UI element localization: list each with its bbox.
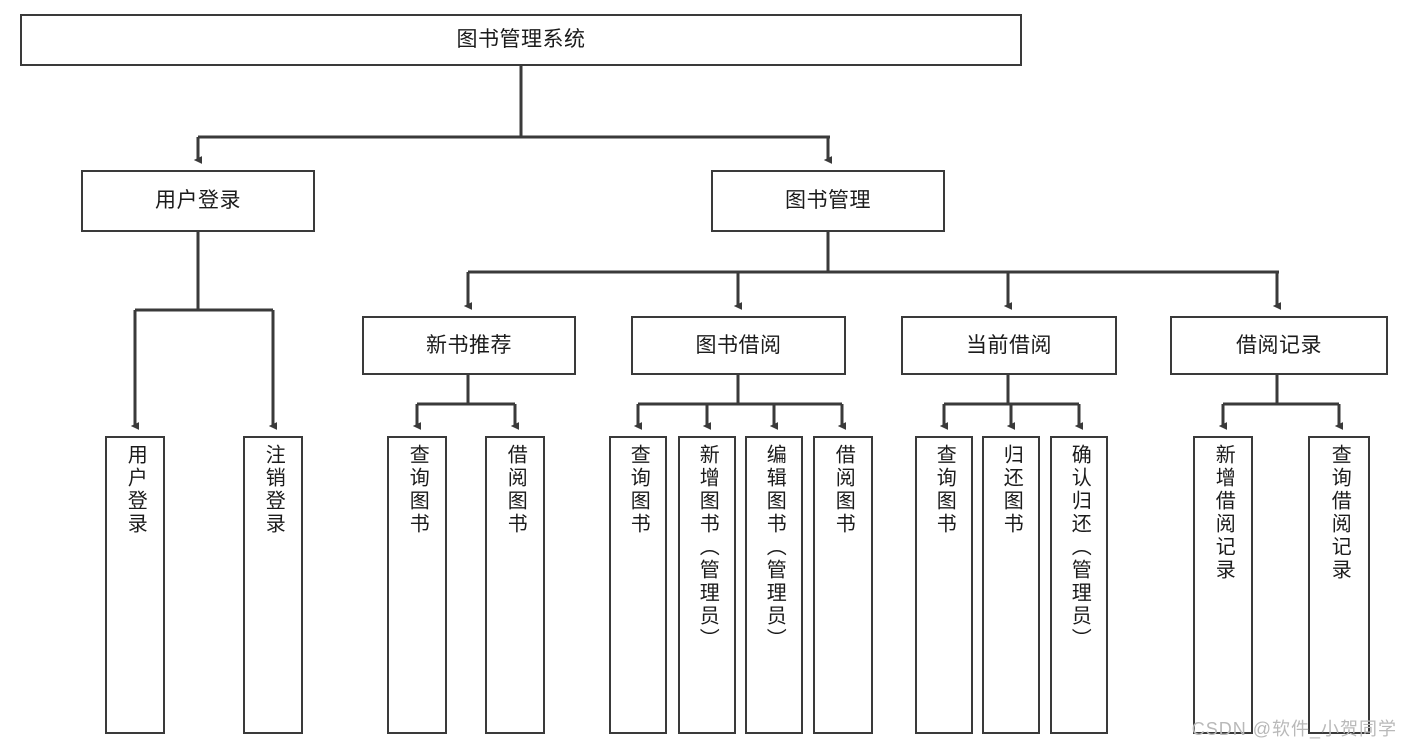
node-root-label: 图书管理系统: [456, 28, 586, 52]
leaf-query-book-current[interactable]: 查询图书: [915, 436, 973, 734]
leaf-borrow-book-recommend[interactable]: 借阅图书: [485, 436, 545, 734]
leaf-query-book-recommend[interactable]: 查询图书: [387, 436, 447, 734]
leaf-query-book-borrow-label: 查询图书: [627, 444, 650, 536]
leaf-logout[interactable]: 注销登录: [243, 436, 303, 734]
leaf-edit-book-admin-label: 编辑图书（管理员）: [763, 444, 786, 651]
leaf-query-book-current-label: 查询图书: [933, 444, 956, 536]
node-user-login-label: 用户登录: [155, 189, 241, 213]
leaf-user-login-label: 用户登录: [124, 444, 147, 536]
node-book-management-label: 图书管理: [785, 189, 871, 213]
node-new-book-recommend-label: 新书推荐: [426, 333, 512, 357]
leaf-return-book-label: 归还图书: [1000, 444, 1023, 536]
leaf-add-borrow-record-label: 新增借阅记录: [1212, 444, 1235, 582]
leaf-add-borrow-record[interactable]: 新增借阅记录: [1193, 436, 1253, 734]
leaf-borrow-book-label: 借阅图书: [832, 444, 855, 536]
leaf-borrow-book[interactable]: 借阅图书: [813, 436, 873, 734]
leaf-return-book[interactable]: 归还图书: [982, 436, 1040, 734]
node-new-book-recommend[interactable]: 新书推荐: [362, 316, 576, 375]
node-user-login[interactable]: 用户登录: [81, 170, 315, 232]
leaf-query-borrow-record[interactable]: 查询借阅记录: [1308, 436, 1370, 734]
leaf-add-book-admin[interactable]: 新增图书（管理员）: [678, 436, 736, 734]
leaf-confirm-return-admin[interactable]: 确认归还（管理员）: [1050, 436, 1108, 734]
node-borrow-record[interactable]: 借阅记录: [1170, 316, 1388, 375]
leaf-user-login[interactable]: 用户登录: [105, 436, 165, 734]
node-current-borrow[interactable]: 当前借阅: [901, 316, 1117, 375]
leaf-edit-book-admin[interactable]: 编辑图书（管理员）: [745, 436, 803, 734]
node-book-borrow[interactable]: 图书借阅: [631, 316, 846, 375]
leaf-borrow-book-recommend-label: 借阅图书: [504, 444, 527, 536]
leaf-confirm-return-admin-label: 确认归还（管理员）: [1068, 444, 1091, 651]
leaf-logout-label: 注销登录: [262, 444, 285, 536]
watermark: CSDN @软件_小贺同学: [1191, 719, 1397, 739]
node-book-management[interactable]: 图书管理: [711, 170, 945, 232]
leaf-add-book-admin-label: 新增图书（管理员）: [696, 444, 719, 651]
node-borrow-record-label: 借阅记录: [1236, 333, 1322, 357]
node-root[interactable]: 图书管理系统: [20, 14, 1022, 66]
leaf-query-borrow-record-label: 查询借阅记录: [1328, 444, 1351, 582]
node-book-borrow-label: 图书借阅: [695, 333, 782, 357]
leaf-query-book-recommend-label: 查询图书: [406, 444, 429, 536]
leaf-query-book-borrow[interactable]: 查询图书: [609, 436, 667, 734]
node-current-borrow-label: 当前借阅: [966, 333, 1052, 357]
